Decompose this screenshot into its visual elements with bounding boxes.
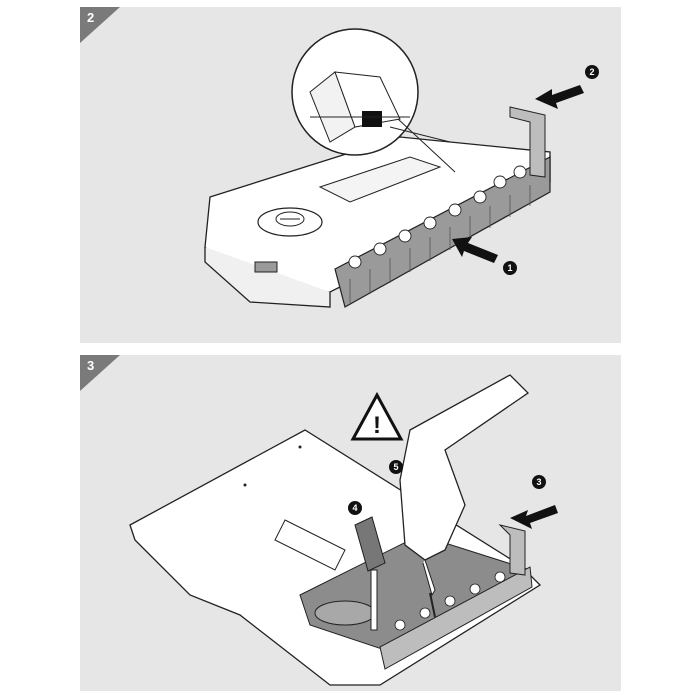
instruction-panel-step-2: 2 xyxy=(80,7,621,343)
assembly-illustration-step-3: ! xyxy=(129,374,558,686)
warning-triangle xyxy=(350,391,404,441)
callout-badge-1: 1 xyxy=(503,261,517,275)
warning-symbol: ! xyxy=(373,412,381,439)
push-arrow-2 xyxy=(535,85,584,109)
step-tab xyxy=(80,355,120,391)
step-tab xyxy=(80,7,120,43)
power-drill xyxy=(399,374,530,561)
step-number: 2 xyxy=(87,10,95,25)
screwdriver xyxy=(354,516,386,572)
callout-badge-5: 5 xyxy=(389,460,403,474)
assembly-illustration-step-2 xyxy=(204,28,584,308)
end-bracket xyxy=(509,106,546,178)
callout-badge-3: 3 xyxy=(532,475,546,489)
terminal-strip xyxy=(379,566,533,670)
instruction-panel-step-3: 3 ! 3 4 5 xyxy=(80,355,621,691)
push-arrow-1 xyxy=(452,237,498,263)
push-arrow-3 xyxy=(510,505,558,529)
callout-badge-4: 4 xyxy=(348,501,362,515)
callout-badge-2: 2 xyxy=(585,65,599,79)
step-number: 3 xyxy=(87,358,95,373)
